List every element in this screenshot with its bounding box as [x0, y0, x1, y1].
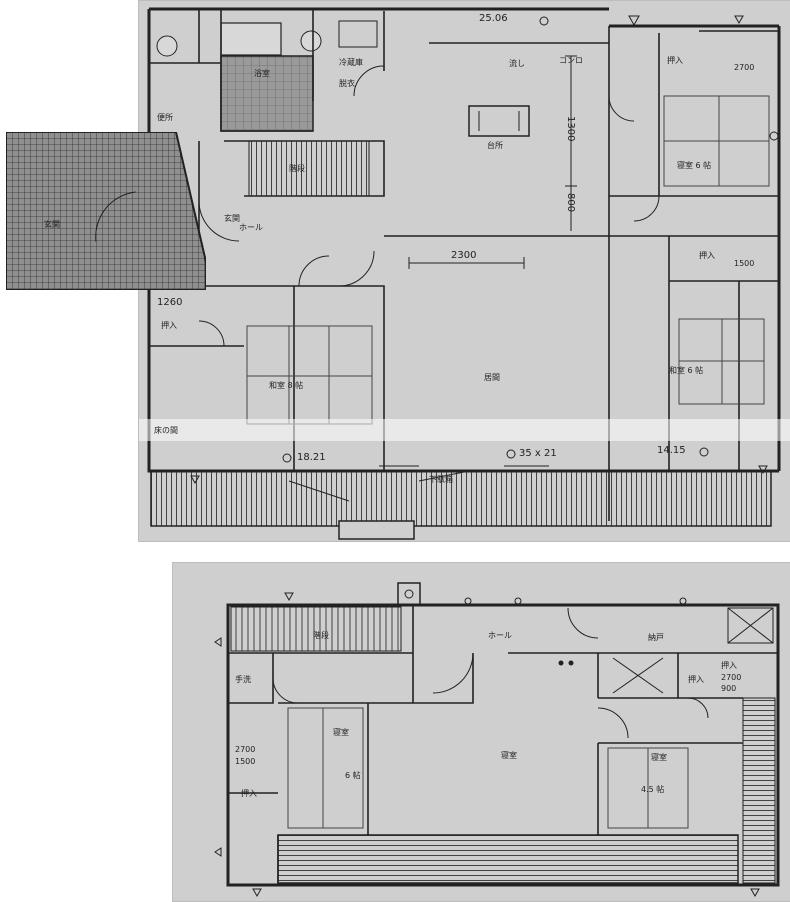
- label-bedroom-w: 寝室: [333, 728, 349, 737]
- label-bedroom-c: 寝室: [501, 751, 517, 760]
- kitchen-table: [468, 105, 530, 137]
- dim-2700: 2700: [734, 63, 755, 72]
- upper-door-swings: [272, 607, 709, 739]
- label-entrance-patio: 玄関: [44, 220, 60, 229]
- upper-stairs-hatch: [230, 606, 402, 652]
- label-stairs: 階段: [289, 164, 305, 173]
- upper-interior-walls: [228, 605, 778, 885]
- door-swings: [198, 65, 660, 347]
- label-shoebox: 下駄箱: [429, 475, 453, 484]
- label-closet-w: 押入: [161, 321, 177, 330]
- chimney: [397, 582, 421, 606]
- post-circle: [769, 131, 779, 141]
- side-balcony: [742, 697, 776, 884]
- label-bedroom-w-size: 6 帖: [345, 771, 361, 780]
- dim-2506: 25.06: [479, 13, 508, 24]
- stairs-hatch: [248, 140, 370, 197]
- upper-exterior-walls: [226, 603, 780, 887]
- ground-floor-drawing: [139, 7, 790, 540]
- balcony-hatch: [277, 834, 739, 884]
- label-washitsu-se: 和室 6 帖: [669, 366, 704, 375]
- label-storeroom: 納戸: [648, 633, 664, 642]
- label-closet-se: 押入: [699, 251, 715, 260]
- dim-upper-2700b: 2700: [721, 673, 742, 682]
- step: [338, 520, 415, 540]
- label-bedroom-e-size: 4.5 帖: [641, 785, 665, 794]
- upper-floor-drawing: [214, 582, 780, 898]
- bath-floor: [220, 55, 314, 132]
- marker-triangle: [190, 475, 200, 485]
- dim-upper-1500: 1500: [235, 757, 256, 766]
- veranda-stair: [288, 480, 350, 502]
- label-upper-hall: ホール: [488, 631, 512, 640]
- marker-triangle: [734, 15, 744, 25]
- label-fridge: 冷蔵庫: [339, 58, 363, 67]
- dim-upper-900: 900: [721, 684, 737, 693]
- dim-1821: 18.21: [297, 452, 326, 463]
- scan-glare: [139, 419, 790, 441]
- label-closet-upper-w: 押入: [241, 789, 257, 798]
- upper-floor-plan: 階段 ホール 納戸 手洗 寝室 6 帖 寝室 寝室 4.5 帖 押入 押入 押入…: [172, 562, 790, 902]
- dim-upper-2700: 2700: [235, 745, 256, 754]
- label-living: 居間: [484, 373, 500, 382]
- dim-1260: 1260: [157, 297, 183, 308]
- label-entrance: 玄関: [224, 214, 240, 223]
- bathtub: [220, 22, 282, 56]
- dim-1415: 14.15: [657, 445, 686, 456]
- dim-800: 800: [565, 193, 576, 213]
- label-dressing: 脱衣: [339, 79, 355, 88]
- toilet-bowl: [156, 35, 178, 57]
- dim-2300: 2300: [451, 250, 477, 261]
- label-toilet: 便所: [157, 113, 173, 122]
- void-box: [612, 607, 774, 694]
- patio-drawing: [6, 132, 206, 290]
- tatami-se: [678, 318, 765, 405]
- label-kitchen: 台所: [487, 141, 503, 150]
- label-bath: 浴室: [254, 69, 270, 78]
- label-stove: コンロ: [559, 56, 583, 65]
- label-closet-upper-e: 押入: [688, 675, 704, 684]
- post-circle: [539, 16, 549, 26]
- label-bedroom-e: 寝室: [651, 753, 667, 762]
- label-upper-stairs: 階段: [313, 631, 329, 640]
- label-hall: ホール: [239, 223, 263, 232]
- marker-triangle: [758, 465, 768, 475]
- tatami-upper-w: [287, 707, 364, 829]
- marker-triangle: [628, 15, 640, 27]
- label-closet-ne: 押入: [667, 56, 683, 65]
- post-circle: [506, 449, 516, 459]
- dim-1300: 1300: [565, 116, 576, 142]
- veranda-hatch: [150, 470, 772, 527]
- dimension-lines: [379, 55, 577, 467]
- dim-3521: 35 x 21: [519, 448, 557, 459]
- ground-floor-plan: 便所 浴室 脱衣 階段 玄関 ホール 冷蔵庫 流し コンロ 台所 居間 和室 8…: [138, 0, 790, 542]
- sink-basin: [300, 30, 322, 52]
- label-washitsu-ne: 寝室 6 帖: [677, 161, 712, 170]
- tatami-ne: [663, 95, 770, 187]
- label-sink: 流し: [509, 59, 525, 68]
- label-upper-wc: 手洗: [235, 675, 251, 684]
- label-closet-upper-ne: 押入: [721, 661, 737, 670]
- label-tokonoma: 床の間: [154, 426, 178, 435]
- post-circle: [699, 447, 709, 457]
- label-washitsu-west: 和室 8 帖: [269, 381, 304, 390]
- entrance-patio: 玄関: [6, 132, 206, 290]
- tatami-west: [246, 325, 373, 425]
- dim-1500: 1500: [734, 259, 755, 268]
- post-circle: [282, 453, 292, 463]
